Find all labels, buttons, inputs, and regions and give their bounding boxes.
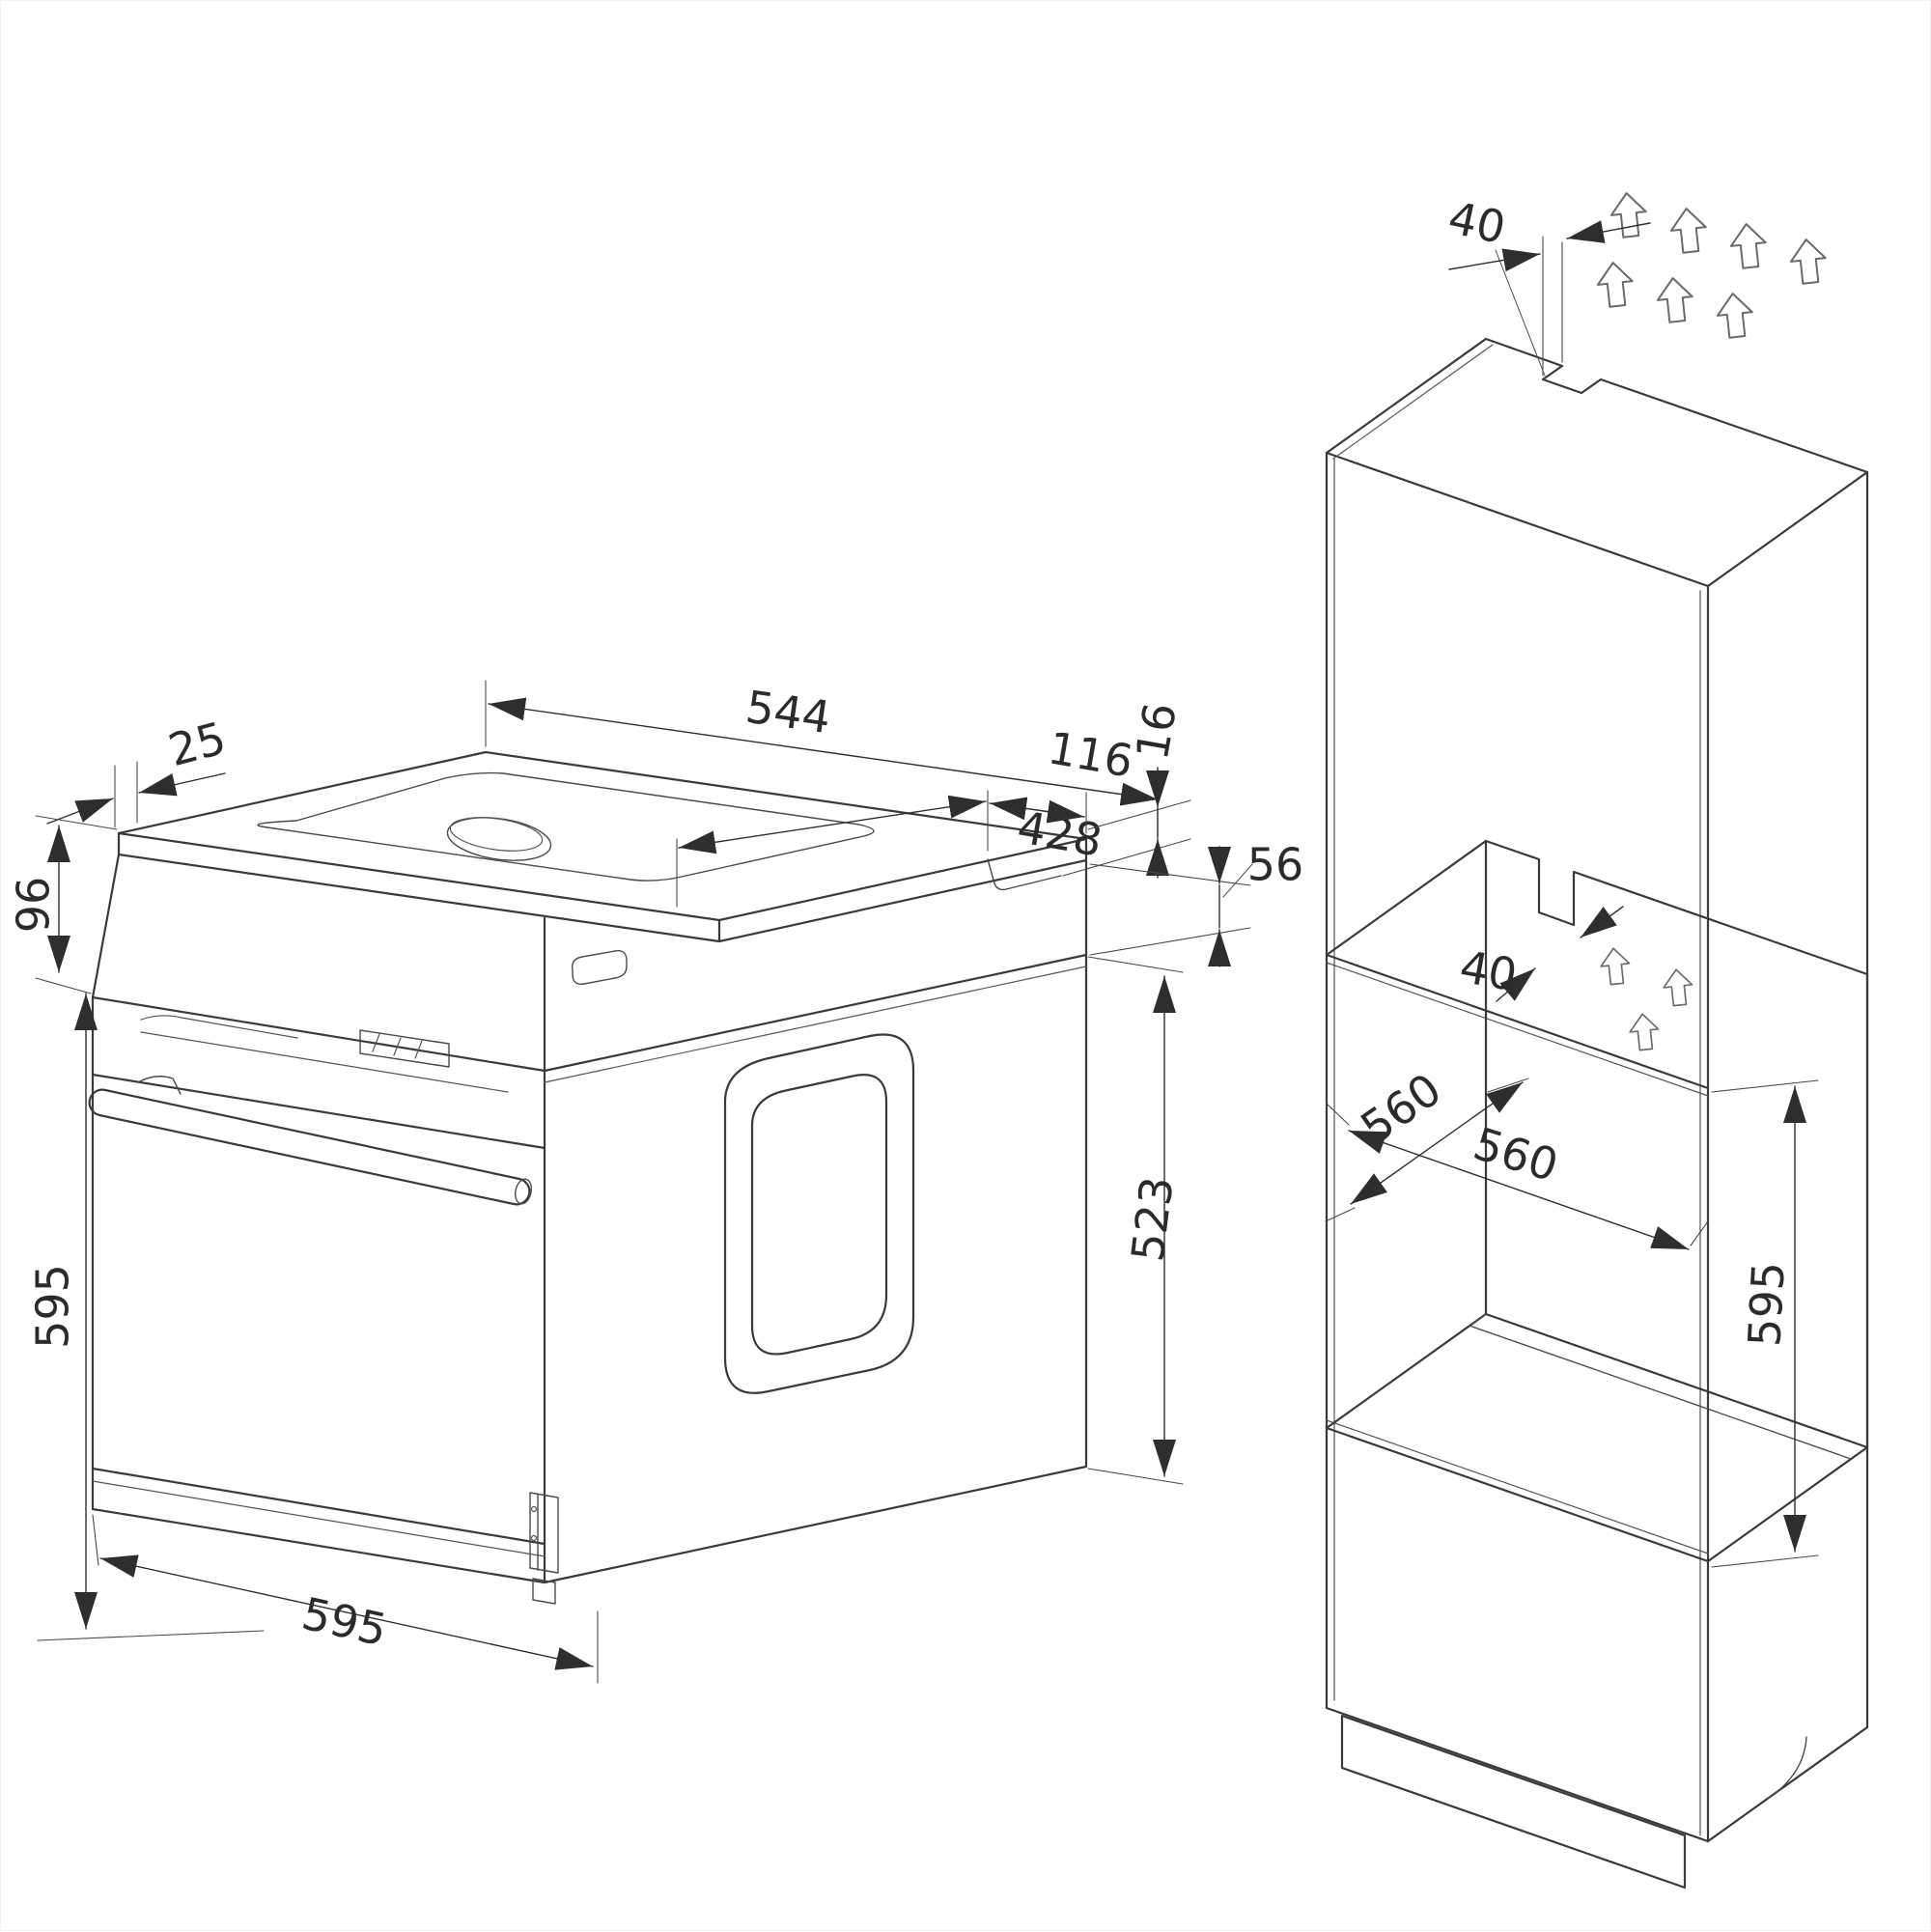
dim-560-width-ext [1326,1103,1709,1246]
airflow-arrow-icon [1716,293,1753,339]
oven-top-front-band [117,831,1088,943]
dim-560-depth-label: 560 [1352,1063,1451,1155]
dim-25-label: 25 [163,712,232,776]
dim-40-rear-arrow-left [1496,967,1536,1002]
dim-16-label: 16 [1126,699,1187,764]
cabinet-view: 40 560 40 560 595 [1325,191,1869,1890]
cabinet-niche-top-edge [1325,953,1710,1090]
oven-door-bottom-strip [91,1467,546,1546]
oven-side-face [543,953,1088,1584]
oven-hinge-screw-top [530,1505,538,1513]
oven-top-notch [987,858,1062,891]
oven-side-window-outer [723,1033,915,1394]
airflow-arrow-icon [1596,262,1634,308]
cabinet-plinth [1340,1714,1687,1890]
airflow-arrow-icon [1663,968,1693,1007]
oven-side-top-inner [544,966,1087,1083]
oven-control-panel-slot [140,1015,509,1093]
airflow-arrow-icon [1629,1013,1660,1051]
cabinet-niche-bottom-edge [1325,1426,1710,1563]
dim-595-niche-label: 595 [1738,1261,1795,1349]
dim-428-label: 428 [1014,800,1106,866]
oven-control-panel-bottom [91,1073,546,1150]
dim-40-rear-label: 40 [1456,940,1521,1001]
cabinet-top-face [1325,337,1869,588]
dim-428-ext [676,790,989,908]
cabinet-dimensions: 40 560 40 560 595 [1325,191,1819,1568]
dim-25-arrow-right [138,772,226,797]
dim-116-line [989,797,1085,824]
dim-544-line [488,697,1159,806]
oven-dimensions: 25 96 595 544 428 116 [8,680,1304,1684]
dim-595-left-label: 595 [27,1264,79,1349]
dim-560-width-label: 560 [1468,1117,1564,1191]
oven-handle-end-cap [515,1178,532,1205]
cabinet-side-face [1706,470,1869,1843]
dim-40-top-arrow-left [1448,248,1541,272]
dim-16-ext [1062,799,1191,877]
oven-display-hatch [372,1033,423,1059]
airflow-arrow-icon [1729,223,1767,269]
oven-display [359,1029,450,1068]
cabinet-top-left-inner [1332,344,1494,460]
oven-hinge-screw-bottom [530,1534,538,1542]
dim-96-ext [35,815,118,994]
cabinet-niche-floor-vent-gap [1469,1313,1852,1460]
oven-top-vent-hole-inner [449,817,544,852]
cabinet-top-airflow [1596,192,1827,339]
oven-door-latch [572,950,628,985]
dim-40-top-leader [1495,249,1546,377]
dim-595-left-ext [37,1630,265,1641]
cabinet-side-bottom-detail [1767,1736,1807,1800]
dim-96-label: 96 [8,877,60,934]
cabinet-niche-bottom-inner [1326,1419,1709,1554]
airflow-arrow-icon [1789,238,1827,285]
oven-view: 25 96 595 544 428 116 [8,680,1304,1684]
dim-40-top-label: 40 [1443,191,1509,254]
oven-door-handle [88,1088,531,1206]
airflow-arrow-icon [1609,192,1647,238]
oven-top-face [117,750,1088,922]
dim-56-ext [1089,863,1251,956]
dim-40-rear-arrow-right [1580,906,1624,938]
cabinet-niche-left-wall [1325,839,1488,1430]
dim-116-label: 116 [1045,721,1137,787]
oven-door-bottom-strip-inner [92,1480,546,1557]
dim-523-ext [1087,956,1184,1485]
oven-top-recess [257,771,875,882]
oven-handle-bracket [137,1076,182,1095]
dim-595-bottom-label: 595 [297,1587,391,1657]
dim-595-bottom-line [99,1554,594,1670]
airflow-arrow-icon [1656,277,1693,323]
dim-595-niche-ext [1711,1079,1819,1568]
dim-523-label: 523 [1121,1174,1183,1265]
oven-upper-left-profile [91,853,121,999]
dim-25-ext [114,761,138,828]
cabinet-niche-top-inner [1326,962,1709,1097]
dim-560-width-line [1348,1130,1690,1250]
dim-56-leader [1222,863,1253,898]
airflow-arrow-icon [1669,208,1707,254]
airflow-arrow-icon [1600,947,1631,986]
oven-side-window-inner [750,1074,888,1356]
cabinet-niche-airflow [1600,947,1693,1051]
cabinet-niche-back-wall-top [1484,839,1869,976]
dim-544-label: 544 [742,681,833,744]
dim-40-top-arrow-right [1566,220,1651,243]
dim-40-top-ext [1542,236,1563,377]
dim-595-bottom-ext [92,1514,599,1684]
dim-428-line [678,795,987,854]
cabinet-bottom-front-edge [1325,1706,1710,1843]
dim-56-label: 56 [1247,839,1304,891]
